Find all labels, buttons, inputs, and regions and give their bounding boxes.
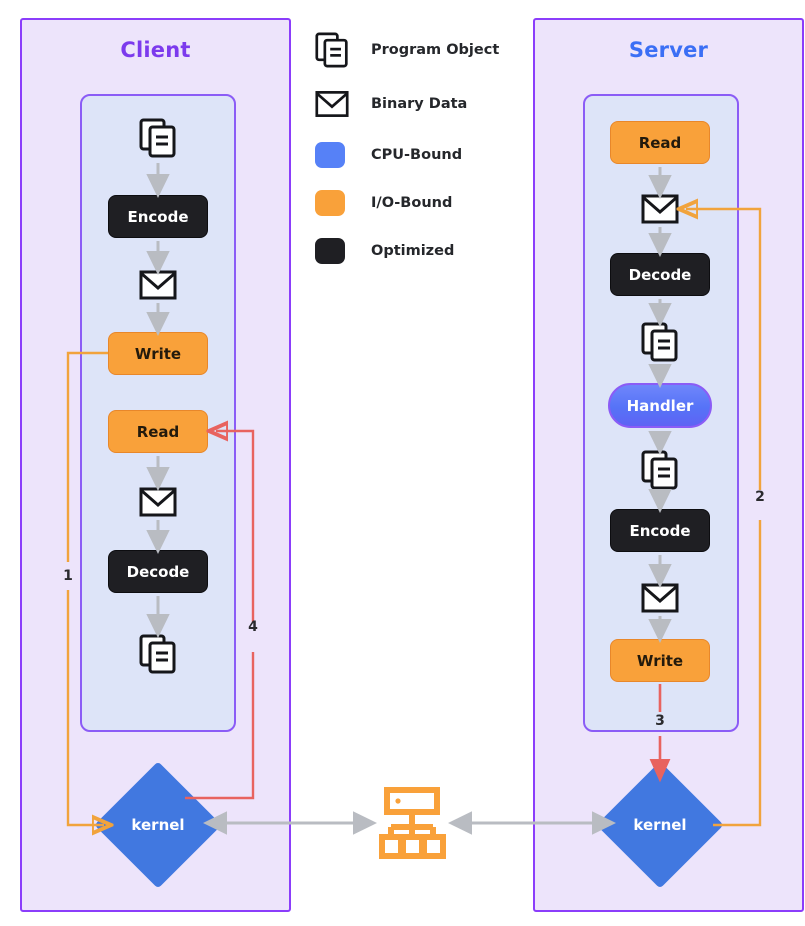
client-binary-data-icon bbox=[139, 270, 177, 300]
client-kernel-label: kernel bbox=[131, 816, 185, 834]
server-encode-node[interactable]: Encode bbox=[610, 509, 710, 552]
server-binary-data-icon bbox=[641, 194, 679, 224]
legend-label-binary-data: Binary Data bbox=[371, 96, 468, 112]
legend-label-io-bound: I/O-Bound bbox=[371, 195, 453, 211]
client-read-label: Read bbox=[136, 422, 180, 441]
legend-item-optimized: Optimized bbox=[315, 238, 454, 264]
legend-label-cpu-bound: CPU-Bound bbox=[371, 147, 463, 163]
server-decode-label: Decode bbox=[628, 265, 692, 284]
server-handler-node[interactable]: Handler bbox=[608, 383, 712, 428]
client-write-node[interactable]: Write bbox=[108, 332, 208, 375]
flow-number-3: 3 bbox=[655, 713, 665, 729]
client-encode-label: Encode bbox=[127, 207, 189, 226]
optimized-swatch bbox=[315, 238, 345, 264]
client-read-node[interactable]: Read bbox=[108, 410, 208, 453]
server-encode-label: Encode bbox=[629, 521, 691, 540]
program-object-icon bbox=[315, 32, 349, 68]
legend-label-optimized: Optimized bbox=[371, 243, 455, 259]
server-handler-label: Handler bbox=[626, 396, 694, 415]
server-kernel-node[interactable]: kernel bbox=[596, 761, 724, 889]
flow-number-1: 1 bbox=[63, 568, 73, 584]
server-read-label: Read bbox=[638, 133, 682, 152]
server-program-object-icon-2 bbox=[641, 450, 679, 490]
client-kernel-node[interactable]: kernel bbox=[94, 761, 222, 889]
legend-item-program-object: Program Object bbox=[315, 32, 499, 68]
server-decode-node[interactable]: Decode bbox=[610, 253, 710, 296]
client-decode-node[interactable]: Decode bbox=[108, 550, 208, 593]
server-read-node[interactable]: Read bbox=[610, 121, 710, 164]
legend-label-program-object: Program Object bbox=[371, 42, 500, 58]
server-panel-title: Server bbox=[628, 38, 709, 62]
cpu-bound-swatch bbox=[315, 142, 345, 168]
legend-item-cpu-bound: CPU-Bound bbox=[315, 142, 462, 168]
network-icon bbox=[378, 787, 446, 859]
client-program-object-icon-2 bbox=[139, 634, 177, 674]
binary-data-icon bbox=[315, 90, 349, 118]
client-decode-label: Decode bbox=[126, 562, 190, 581]
legend: Program Object Binary Data CPU-Bound I/O… bbox=[315, 28, 515, 278]
server-write-node[interactable]: Write bbox=[610, 639, 710, 682]
legend-item-binary-data: Binary Data bbox=[315, 90, 467, 118]
client-binary-data-icon-2 bbox=[139, 487, 177, 517]
flow-number-4: 4 bbox=[248, 619, 258, 635]
legend-item-io-bound: I/O-Bound bbox=[315, 190, 452, 216]
io-bound-swatch bbox=[315, 190, 345, 216]
client-encode-node[interactable]: Encode bbox=[108, 195, 208, 238]
client-write-label: Write bbox=[134, 344, 182, 363]
flow-number-2: 2 bbox=[755, 489, 765, 505]
server-kernel-label: kernel bbox=[633, 816, 687, 834]
server-binary-data-icon-2 bbox=[641, 583, 679, 613]
client-program-object-icon bbox=[139, 118, 177, 158]
server-write-label: Write bbox=[636, 651, 684, 670]
client-panel-title: Client bbox=[120, 38, 191, 62]
server-program-object-icon bbox=[641, 322, 679, 362]
